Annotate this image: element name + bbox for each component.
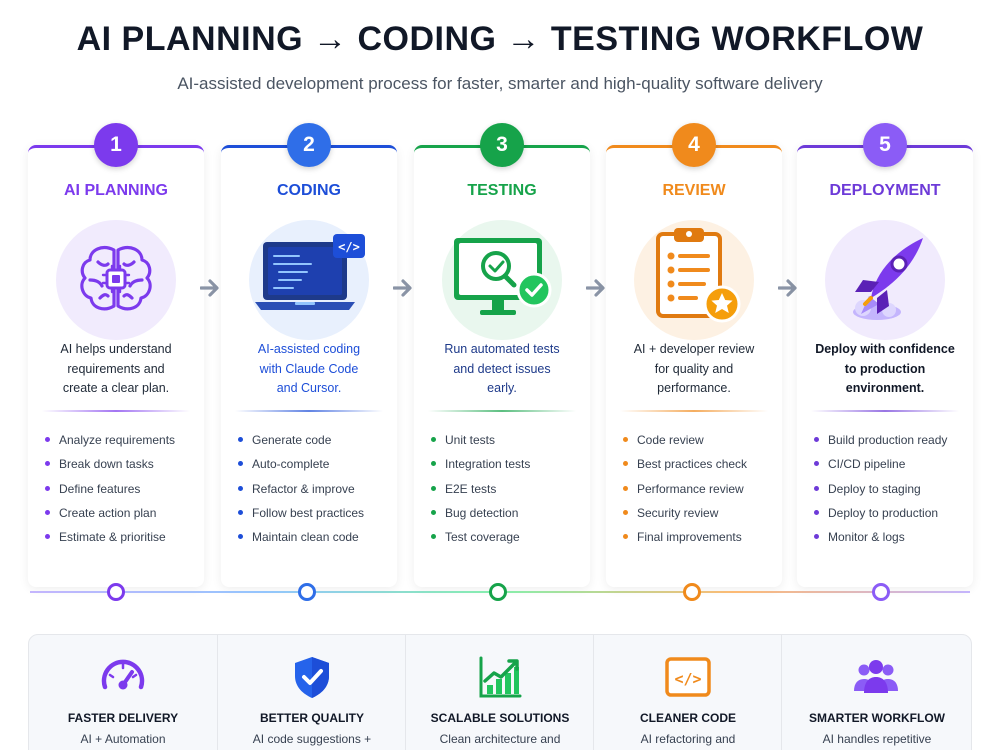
list-item: Code review: [622, 432, 778, 456]
code-tag-label: </>: [674, 670, 701, 688]
list-item: Follow best practices: [237, 505, 393, 529]
divider: [428, 410, 576, 412]
timeline-dot-deployment: [872, 583, 890, 601]
benefit-text: AI refactoring and: [640, 732, 736, 746]
divider: [620, 410, 768, 412]
divider: [42, 410, 190, 412]
laptop-code-icon: </>: [249, 220, 369, 340]
stage-task-list: Unit tests Integration tests E2E tests B…: [430, 432, 586, 553]
stage-title: DEPLOYMENT: [829, 182, 941, 199]
divider: [811, 410, 959, 412]
arrow-right-icon: [200, 279, 219, 297]
step-badge: 2: [287, 123, 331, 167]
stage-title: CODING: [277, 182, 341, 199]
arrow-right-icon: [778, 279, 797, 297]
benefits-panel: FASTER DELIVERY AI + Automation BETTER Q…: [28, 634, 972, 750]
benefit-text: AI handles repetitive: [822, 732, 932, 746]
stage-title: AI PLANNING: [64, 182, 168, 199]
benefit-smarter-workflow: SMARTER WORKFLOW AI handles repetitive: [781, 635, 971, 750]
list-item: Define features: [44, 481, 200, 505]
stage-card-planning: 1 AI PLANNING AI hel: [28, 123, 204, 587]
stage-card-testing: 3 TESTING Run automated tests and detect…: [414, 123, 590, 587]
benefit-better-quality: BETTER QUALITY AI code suggestions +: [217, 635, 405, 750]
shield-check-icon: [295, 657, 329, 698]
stage-description: AI helps understand requirements and cre…: [60, 342, 172, 395]
page-subtitle: AI-assisted development process for fast…: [177, 74, 823, 93]
benefit-faster-delivery: FASTER DELIVERY AI + Automation: [29, 635, 217, 750]
list-item: Estimate & prioritise: [44, 529, 200, 553]
list-item: Refactor & improve: [237, 481, 393, 505]
stage-card-deployment: 5 DEPLOYMENT Deploy with confidence to p…: [797, 123, 973, 587]
divider: [235, 410, 383, 412]
list-item: Deploy to production: [813, 505, 969, 529]
list-item: CI/CD pipeline: [813, 456, 969, 480]
stage-title: REVIEW: [662, 182, 726, 199]
stage-title: TESTING: [467, 182, 537, 199]
step-badge: 3: [480, 123, 524, 167]
benefit-text: Clean architecture and: [439, 732, 561, 746]
team-icon: [854, 660, 898, 693]
list-item: Performance review: [622, 481, 778, 505]
benefit-title: SCALABLE SOLUTIONS: [430, 711, 570, 725]
list-item: Break down tasks: [44, 456, 200, 480]
stage-description: AI-assisted coding with Claude Code and …: [257, 342, 361, 395]
growth-chart-icon: [479, 656, 522, 698]
stage-card-coding: 2 CODING </> AI-assisted coding with Cla…: [221, 123, 397, 587]
arrow-right-icon: [393, 279, 412, 297]
list-item: Test coverage: [430, 529, 586, 553]
benefit-title: CLEANER CODE: [639, 711, 736, 725]
list-item: Deploy to staging: [813, 481, 969, 505]
list-item: Bug detection: [430, 505, 586, 529]
monitor-search-check-icon: [442, 220, 562, 340]
benefit-text: AI code suggestions +: [252, 732, 372, 746]
list-item: Build production ready: [813, 432, 969, 456]
list-item: Best practices check: [622, 456, 778, 480]
benefit-title: BETTER QUALITY: [260, 711, 364, 725]
page-title: AI PLANNING → CODING → TESTING WORKFLOW: [76, 20, 924, 58]
clipboard-star-icon: [634, 220, 754, 340]
stage-task-list: Analyze requirements Break down tasks De…: [44, 432, 200, 553]
list-item: Monitor & logs: [813, 529, 969, 553]
arrow-right-icon: [586, 279, 605, 297]
list-item: Integration tests: [430, 456, 586, 480]
speedometer-icon: [101, 659, 145, 690]
code-brackets-icon: </>: [665, 657, 711, 697]
list-item: Generate code: [237, 432, 393, 456]
list-item: Security review: [622, 505, 778, 529]
timeline-dot-planning: [107, 583, 125, 601]
benefit-title: SMARTER WORKFLOW: [809, 711, 945, 725]
benefit-cleaner-code: </> CLEANER CODE AI refactoring and: [593, 635, 781, 750]
list-item: Maintain clean code: [237, 529, 393, 553]
benefit-text: AI + Automation: [80, 732, 166, 746]
stage-description: Run automated tests and detect issues ea…: [444, 342, 560, 395]
list-item: Auto-complete: [237, 456, 393, 480]
rocket-icon: [825, 220, 945, 340]
stage-task-list: Code review Best practices check Perform…: [622, 432, 778, 553]
timeline-dot-review: [683, 583, 701, 601]
list-item: Analyze requirements: [44, 432, 200, 456]
stage-task-list: Generate code Auto-complete Refactor & i…: [237, 432, 393, 553]
step-badge: 5: [863, 123, 907, 167]
code-tag-label: </>: [338, 240, 360, 254]
timeline-dot-testing: [489, 583, 507, 601]
benefit-scalable-solutions: SCALABLE SOLUTIONS Clean architecture an…: [405, 635, 593, 750]
list-item: Final improvements: [622, 529, 778, 553]
brain-chip-icon: [56, 220, 176, 340]
list-item: Unit tests: [430, 432, 586, 456]
stage-description: AI + developer review for quality and pe…: [633, 342, 755, 395]
stage-task-list: Build production ready CI/CD pipeline De…: [813, 432, 969, 553]
step-badge: 4: [672, 123, 716, 167]
timeline-dot-coding: [298, 583, 316, 601]
step-badge: 1: [94, 123, 138, 167]
list-item: E2E tests: [430, 481, 586, 505]
benefit-title: FASTER DELIVERY: [67, 711, 179, 725]
stage-card-review: 4 REVIEW AI + developer review for quali…: [606, 123, 782, 587]
list-item: Create action plan: [44, 505, 200, 529]
stage-description: Deploy with confidence to production env…: [815, 342, 955, 395]
